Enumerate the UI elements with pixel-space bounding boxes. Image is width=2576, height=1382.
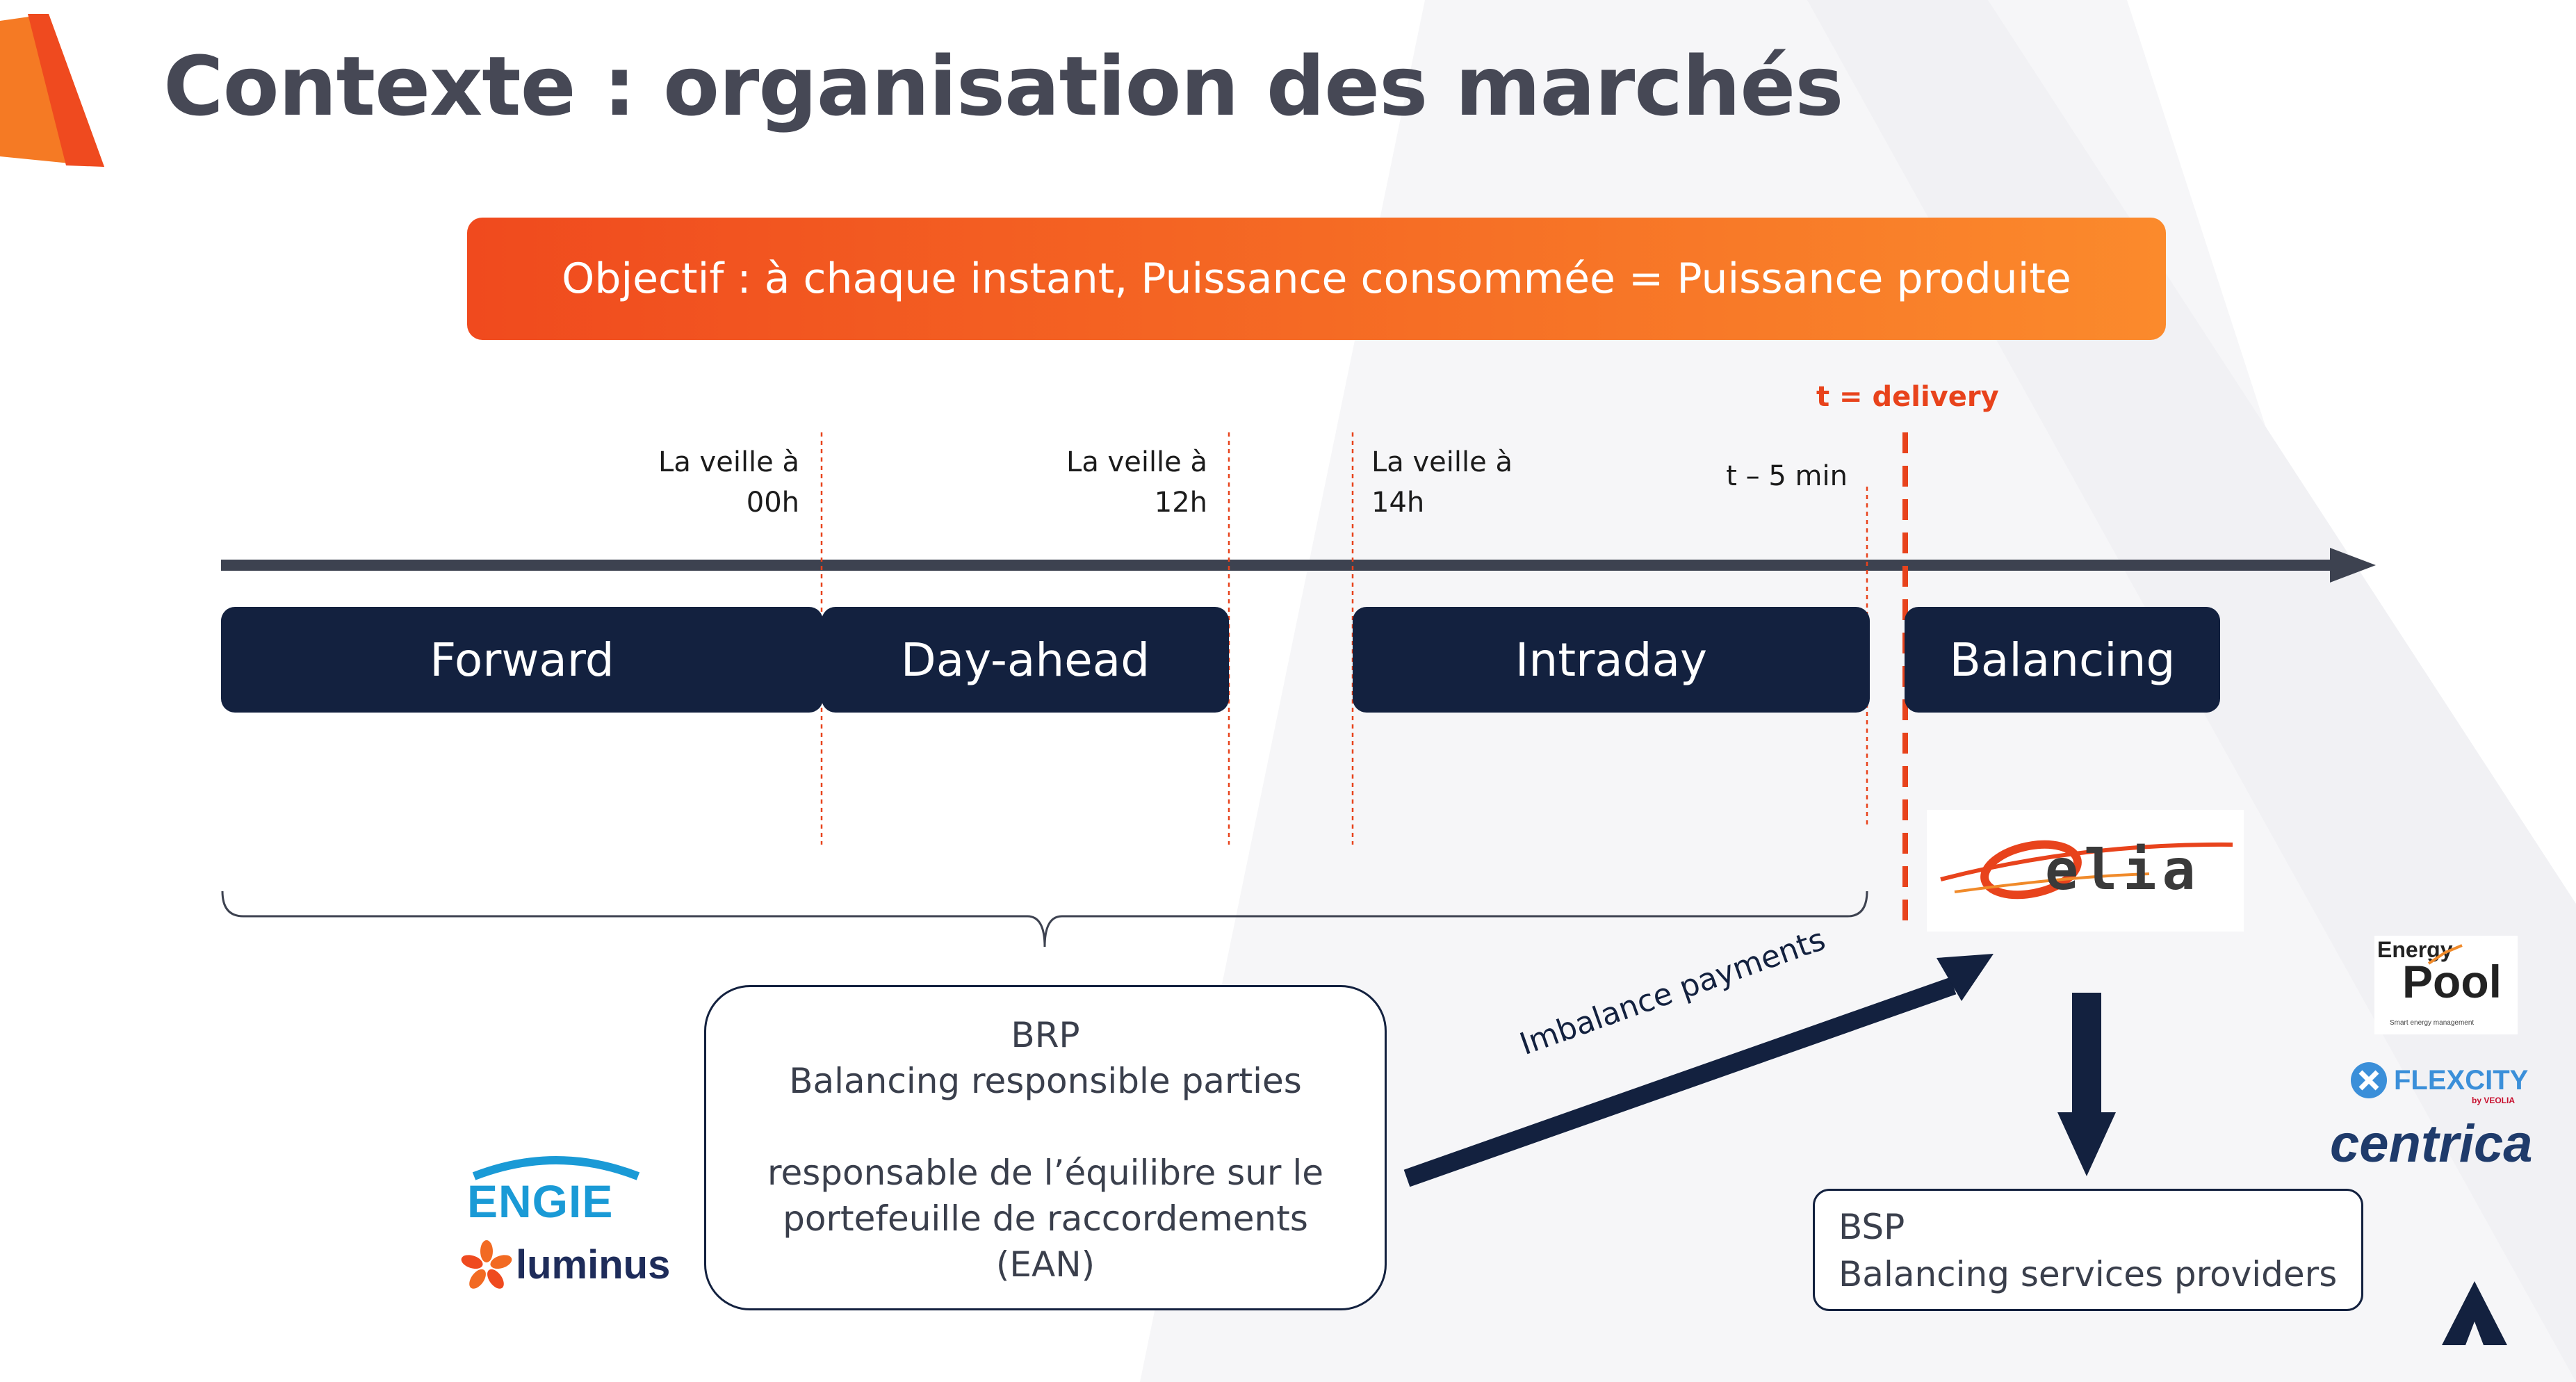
objective-text: Objectif : à chaque instant, Puissance c… — [562, 254, 2071, 303]
objective-banner: Objectif : à chaque instant, Puissance c… — [467, 218, 2166, 340]
engie-logo: ENGIE — [466, 1148, 646, 1227]
luminus-logo: luminus — [459, 1239, 671, 1294]
brp-desc-line: portefeuille de raccordements — [783, 1198, 1308, 1239]
energypool-main-text: Pool — [2402, 956, 2502, 1007]
brp-desc-line: (EAN) — [995, 1244, 1095, 1285]
brp-abbr: BRP — [1011, 1015, 1080, 1055]
marker-label-t-5min: t – 5 min — [1726, 460, 1848, 492]
brp-box: BRP Balancing responsible parties respon… — [704, 985, 1387, 1310]
phase-day-ahead: Day-ahead — [822, 607, 1229, 713]
elia-swoosh-icon — [1940, 840, 2233, 900]
flexcity-by-text: by VEOLIA — [2472, 1096, 2516, 1105]
flexcity-logo: FLEXCITY by VEOLIA — [2349, 1058, 2530, 1107]
energypool-bolt-icon — [2427, 944, 2463, 965]
centrica-logo: centrica — [2330, 1114, 2533, 1173]
engie-logo-text: ENGIE — [467, 1176, 614, 1227]
imbalance-arrowhead — [1937, 954, 1994, 1001]
engie-arc-icon — [472, 1156, 640, 1180]
luminus-flower-icon — [461, 1240, 512, 1289]
delivery-label: t = delivery — [1816, 381, 1999, 413]
brp-desc-line: responsable de l’équilibre sur le — [767, 1153, 1323, 1193]
marker-label-14h: La veille à 14h — [1371, 446, 1513, 519]
corner-logo-accent — [28, 14, 104, 167]
brp-name: Balancing responsible parties — [789, 1061, 1302, 1101]
down-arrow-shaft — [2072, 993, 2101, 1118]
luminus-logo-text: luminus — [516, 1242, 671, 1287]
energypool-logo: Energy Pool Smart energy management — [2374, 936, 2518, 1034]
imbalance-arrow-shaft — [1403, 977, 1957, 1187]
bsp-box: BSP Balancing services providers — [1813, 1189, 2363, 1311]
flexcity-logo-text: FLEXCITY — [2394, 1065, 2529, 1096]
bsp-abbr: BSP — [1839, 1207, 1905, 1247]
brace — [221, 891, 1868, 948]
brand-mark-icon — [2442, 1281, 2507, 1345]
down-arrowhead — [2057, 1112, 2116, 1176]
marker-label-00h: La veille à 00h — [658, 446, 799, 519]
page-title: Contexte : organisation des marchés — [163, 38, 1843, 134]
flexcity-x-icon — [2351, 1062, 2387, 1098]
elia-logo: elia — [1927, 810, 2244, 932]
marker-label-12h: La veille à 12h — [1066, 446, 1207, 519]
energypool-tagline: Smart energy management — [2390, 1019, 2475, 1027]
bsp-name: Balancing services providers — [1839, 1254, 2338, 1294]
timeline-arrowhead — [2330, 548, 2376, 583]
elia-logo-text: elia — [2045, 838, 2201, 902]
phase-balancing: Balancing — [1905, 607, 2220, 713]
phase-intraday: Intraday — [1353, 607, 1870, 713]
energypool-top-text: Energy — [2377, 937, 2453, 962]
phase-forward: Forward — [221, 607, 823, 713]
